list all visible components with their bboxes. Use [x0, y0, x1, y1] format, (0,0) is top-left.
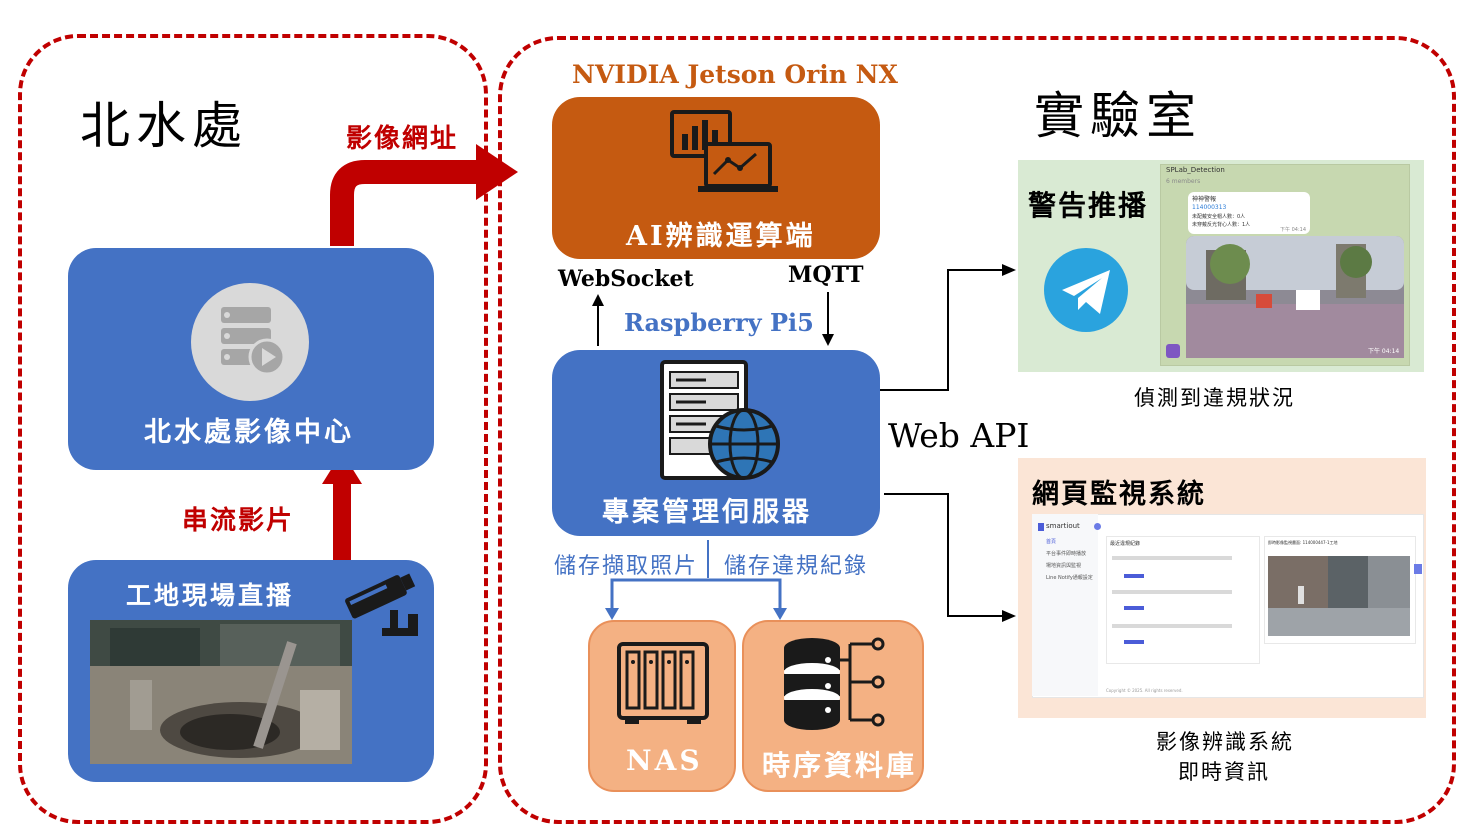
web-monitor-caption-2: 即時資訊 [1178, 760, 1270, 784]
telegram-msg-time: 下午 04:14 [1280, 227, 1306, 233]
stream-label: 串流影片 [182, 506, 295, 536]
telegram-msg-line2: 未穿戴反光背心人數：1人 [1192, 222, 1251, 228]
tsdb-title: 時序資料庫 [762, 749, 918, 782]
telegram-message-bubble [1188, 192, 1310, 234]
video-center-title: 北水處影像中心 [144, 417, 354, 448]
store-violations-label: 儲存違規紀錄 [724, 554, 869, 579]
telegram-detection-image [1186, 236, 1404, 358]
web-monitor-nav-1[interactable]: 平台事件即時播放 [1046, 551, 1087, 557]
telegram-caption: 偵測到違規狀況 [1134, 386, 1295, 410]
web-monitor-sidebar [1032, 514, 1098, 696]
database-icon [784, 637, 885, 730]
analytics-monitor-icon [670, 110, 778, 192]
video-url-arrowhead [476, 144, 518, 200]
web-monitor-menu-icon [1094, 523, 1101, 530]
list-item[interactable] [1112, 556, 1232, 560]
web-monitor-video-title: 即時影像監視畫面: 114000447-1工地 [1268, 540, 1338, 545]
telegram-photo-icon [1166, 344, 1180, 358]
list-item-badge[interactable] [1124, 574, 1144, 578]
web-monitor-nav-0[interactable]: 首頁 [1046, 539, 1057, 545]
web-monitor-video-frame [1268, 556, 1410, 636]
region-water-dept [18, 34, 488, 824]
raspberry-label: Raspberry Pi5 [624, 308, 814, 337]
video-url-label: 影像網址 [346, 124, 459, 154]
nas-title: NAS [626, 744, 703, 777]
websocket-label: WebSocket [558, 266, 694, 292]
nas-drive-icon [617, 642, 709, 724]
region-title-water-dept: 北水處 [80, 97, 248, 155]
list-item-badge[interactable] [1124, 606, 1144, 610]
telegram-msg-sender: 神神警報 [1192, 196, 1217, 203]
telegram-chat-members: 6 members [1166, 178, 1201, 185]
list-item[interactable] [1112, 624, 1232, 628]
server-globe-icon [660, 360, 780, 480]
server-title: 專案管理伺服器 [602, 497, 812, 528]
site-live-title: 工地現場直播 [126, 581, 295, 610]
mqtt-label: MQTT [788, 262, 864, 288]
web-monitor-side-button[interactable] [1414, 564, 1422, 574]
jetson-label: NVIDIA Jetson Orin NX [572, 60, 898, 89]
web-monitor-list-title: 最近違規紀錄 [1110, 541, 1141, 547]
region-title-lab: 實驗室 [1034, 87, 1202, 145]
store-photos-label: 儲存擷取照片 [554, 554, 699, 579]
media-server-icon [191, 283, 309, 401]
telegram-chat-title: SPLab_Detection [1166, 166, 1225, 174]
video-url-arrow [330, 160, 478, 246]
telegram-msg-id: 114000313 [1192, 204, 1227, 211]
web-api-label: Web API [888, 416, 1030, 455]
telegram-title: 警告推播 [1028, 189, 1149, 222]
telegram-msg-line1: 未配戴安全帽人數：0人 [1192, 214, 1246, 220]
site-live-photo [90, 620, 352, 764]
web-monitor-brand-icon [1038, 523, 1044, 531]
list-item[interactable] [1112, 590, 1232, 594]
telegram-img-time: 下午 04:14 [1368, 348, 1400, 355]
region-lab [498, 36, 1456, 824]
web-monitor-footer: Copyright © 2025. All rights reserved. [1106, 688, 1183, 693]
web-monitor-brand: smartiout [1046, 522, 1080, 530]
telegram-icon [1044, 248, 1128, 332]
web-monitor-title: 網頁監視系統 [1032, 479, 1206, 510]
cctv-camera-icon [345, 573, 418, 636]
list-item-badge[interactable] [1124, 640, 1144, 644]
web-monitor-nav-3[interactable]: Line Notify通報設定 [1046, 575, 1093, 581]
web-monitor-caption-1: 影像辨識系統 [1156, 730, 1294, 754]
web-monitor-nav-2[interactable]: 場地資訊與監視 [1046, 563, 1082, 569]
ai-compute-title: AI辨識運算端 [626, 221, 816, 252]
